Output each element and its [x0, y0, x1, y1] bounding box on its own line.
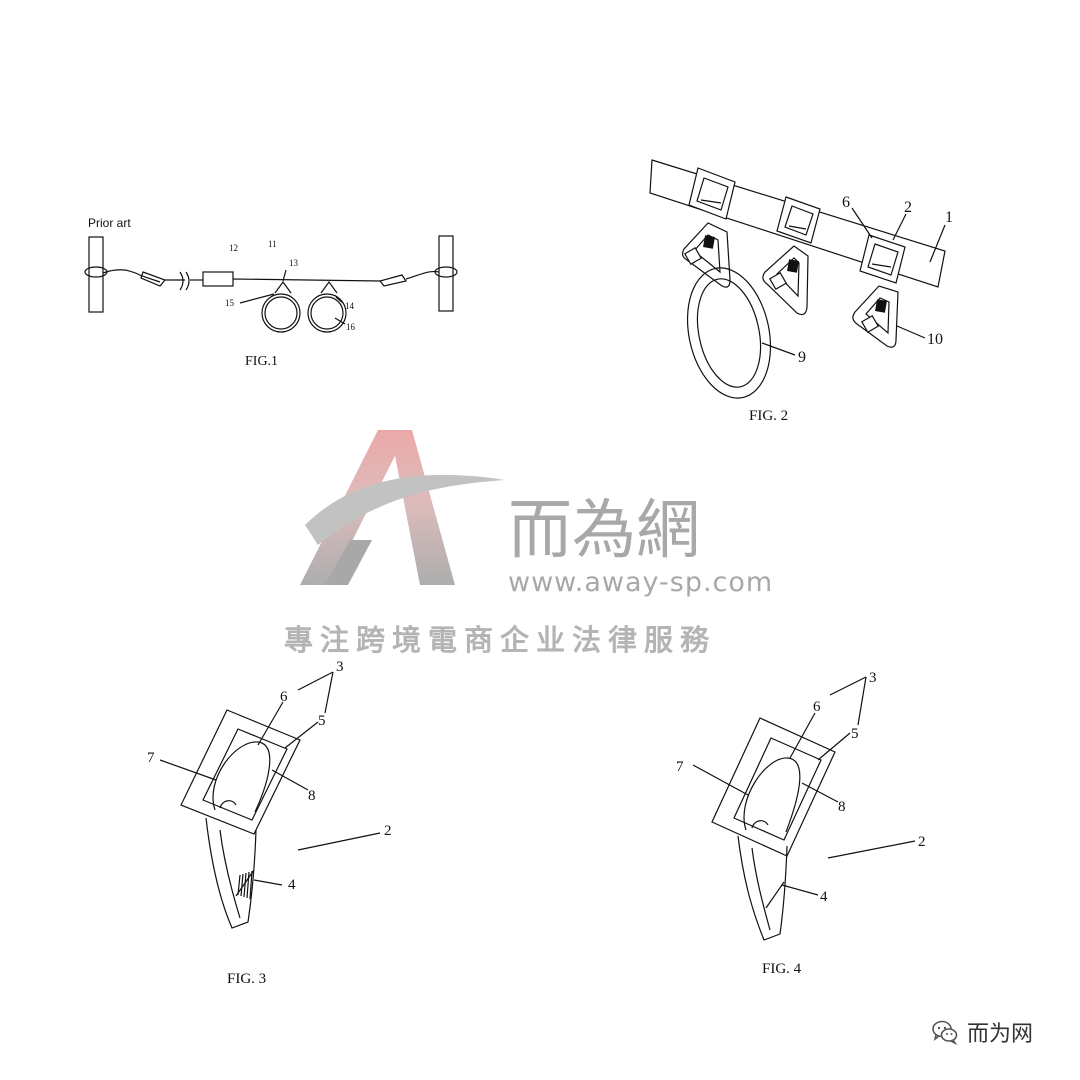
fig2-carabiner-2 — [762, 245, 809, 316]
fig1-drawing: Prior art 12 11 13 15 14 — [84, 216, 458, 369]
fig1-label-12: 12 — [229, 243, 238, 253]
wechat-account-name: 而为网 — [967, 1022, 1034, 1047]
fig3-spring — [237, 870, 253, 900]
fig4-label-6: 6 — [813, 699, 821, 715]
fig3-frame-inner — [202, 728, 288, 821]
fig3-label-5: 5 — [318, 713, 326, 729]
fig1-caption: FIG.1 — [245, 354, 278, 369]
watermark-slogan: 專注跨境電商企业法律服務 — [284, 623, 716, 657]
fig2-ring — [686, 267, 772, 399]
fig2-buckle-3 — [859, 234, 906, 284]
fig3-drawing: 3 6 5 7 8 2 4 FIG. 3 — [147, 659, 392, 987]
watermark-url: www.away-sp.com — [508, 567, 773, 598]
fig1-label-11: 11 — [268, 239, 277, 249]
fig1-label-15: 15 — [225, 298, 235, 308]
fig3-label-6: 6 — [280, 689, 288, 705]
fig4-tongue — [737, 835, 788, 941]
fig2-label-10: 10 — [927, 331, 943, 348]
fig1-tensioner — [202, 271, 234, 287]
fig3-caption: FIG. 3 — [227, 971, 266, 987]
fig4-label-5: 5 — [851, 726, 859, 742]
fig1-left-post — [88, 236, 104, 313]
fig4-label-4: 4 — [820, 889, 828, 905]
fig4-label-3: 3 — [869, 670, 877, 686]
fig1-cord — [232, 278, 381, 282]
fig4-drawing: 3 6 5 7 8 2 4 FIG. 4 — [676, 670, 926, 977]
fig4-caption: FIG. 4 — [762, 961, 802, 977]
wechat-account-badge: 而为网 — [931, 1015, 1033, 1049]
fig2-label-2: 2 — [904, 199, 912, 216]
fig1-break-left — [179, 271, 190, 291]
fig3-label-7: 7 — [147, 750, 155, 766]
fig1-heading: Prior art — [88, 216, 131, 230]
fig4-frame-inner — [733, 737, 822, 841]
watermark-name: 而為網 — [508, 494, 700, 568]
fig1-label-16: 16 — [346, 322, 356, 332]
wechat-icon — [932, 1020, 958, 1046]
fig3-label-4: 4 — [288, 877, 296, 893]
fig3-label-2: 2 — [384, 823, 392, 839]
fig3-hook-body — [212, 741, 271, 813]
fig1-right-strap — [405, 270, 440, 280]
fig4-label-8: 8 — [838, 799, 846, 815]
fig2-caption: FIG. 2 — [749, 408, 788, 424]
fig4-label-2: 2 — [918, 834, 926, 850]
fig3-tongue — [205, 817, 257, 929]
fig2-label-1: 1 — [945, 209, 953, 226]
fig2-buckle-1 — [688, 167, 736, 220]
fig4-hook-body — [743, 757, 801, 833]
fig3-label-3: 3 — [336, 659, 344, 675]
fig1-left-hook — [140, 271, 167, 287]
fig1-right-hook — [378, 274, 407, 287]
fig2-carabiner-1 — [681, 222, 731, 288]
fig4-label-7: 7 — [676, 759, 684, 775]
fig2-carabiner-3 — [852, 285, 899, 348]
fig1-ring-2 — [307, 293, 347, 333]
fig1-label-14: 14 — [345, 301, 355, 311]
fig1-right-post — [438, 235, 454, 312]
fig1-clip-2 — [320, 280, 338, 294]
fig1-left-strap — [102, 269, 161, 283]
fig2-drawing: 6 2 1 9 10 FIG. 2 — [649, 159, 953, 424]
fig2-label-9: 9 — [798, 349, 806, 366]
fig2-label-6: 6 — [842, 194, 850, 211]
fig1-ring-1 — [261, 293, 301, 333]
fig2-buckle-2 — [776, 196, 821, 244]
fig3-label-8: 8 — [308, 788, 316, 804]
fig1-label-13: 13 — [289, 258, 299, 268]
fig1-clip-1 — [274, 280, 292, 294]
watermark: 而為網 www.away-sp.com 專注跨境電商企业法律服務 — [284, 430, 773, 657]
watermark-logo — [300, 430, 505, 585]
